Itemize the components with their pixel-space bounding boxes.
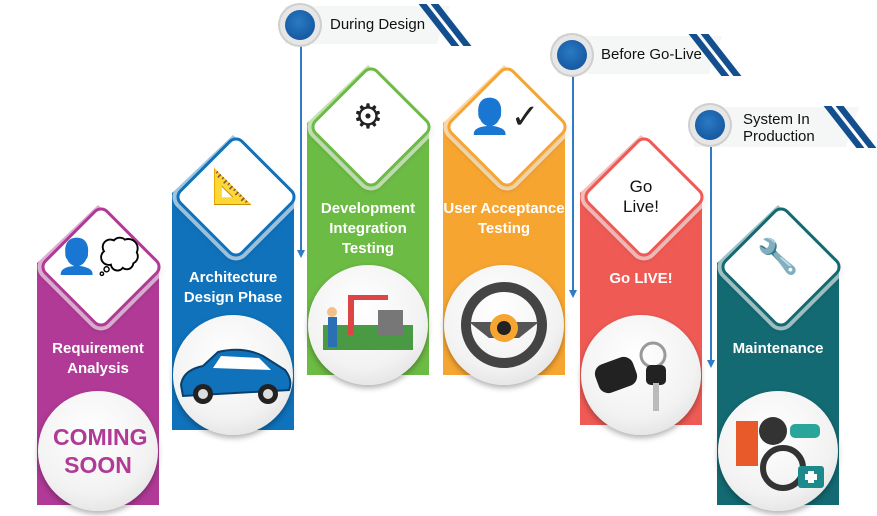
phase-label: Maintenance	[732, 340, 824, 357]
badge-text: COMING SOON	[53, 424, 148, 478]
before-go-live-connector	[572, 72, 574, 292]
phase-label: Architecture Design Phase	[183, 269, 283, 306]
phase-label: Development Integration Testing	[320, 200, 416, 257]
car-service-image	[718, 391, 838, 511]
phase-go-live: Go Live! Go LIVE!	[580, 133, 708, 435]
user-check-icon: 👤✓	[468, 98, 540, 136]
code-gear-icon: ⚙	[352, 98, 384, 136]
milestone-dot-icon	[557, 40, 587, 70]
stripes-decoration	[418, 4, 475, 46]
stripes-decoration	[688, 34, 745, 76]
phase-label: User Acceptance Testing	[443, 200, 565, 237]
milestone-dot-icon	[695, 110, 725, 140]
arrow-down-icon	[297, 250, 305, 258]
steering-wheel-icon	[461, 282, 547, 368]
person-thought-icon: 👤💭	[55, 238, 141, 276]
system-in-production-connector	[710, 145, 712, 363]
phase-user-acceptance-testing: 👤✓ User Acceptance Testing	[443, 63, 571, 385]
steering-wheel-image	[444, 265, 564, 385]
car-keys-image	[581, 315, 701, 435]
arrow-down-icon	[569, 290, 577, 298]
phase-development-integration-testing: ⚙ Development Integration Testing	[307, 63, 435, 385]
wrench-gear-icon: 🔧	[756, 238, 800, 276]
phase-requirement-analysis: 👤💭 Requirement Analysis COMING SOON	[37, 203, 165, 511]
phase-label: Go LIVE!	[609, 270, 673, 287]
go-live-icon-text: Go Live!	[623, 177, 659, 216]
phase-label: Requirement Analysis	[52, 340, 144, 377]
during-design-connector	[300, 42, 302, 252]
milestone-label: System In Production	[743, 111, 815, 145]
coming-soon-badge: COMING SOON	[38, 391, 158, 511]
arrow-down-icon	[707, 360, 715, 368]
car-service-icon	[736, 417, 824, 491]
stripes-decoration	[823, 106, 877, 148]
drafting-tools-icon: 📐	[211, 168, 255, 206]
car-icon	[179, 348, 292, 404]
phase-architecture-design: 📐 Architecture Design Phase	[172, 133, 300, 435]
car-keys-icon	[594, 341, 667, 411]
assembly-line-image	[308, 265, 428, 385]
phase-maintenance: 🔧 Maintenance	[717, 203, 845, 511]
car-image	[173, 315, 293, 435]
assembly-robot-icon	[323, 295, 413, 350]
milestone-label: During Design	[330, 16, 426, 33]
milestone-dot-icon	[285, 10, 315, 40]
milestone-label: Before Go-Live	[601, 46, 702, 63]
